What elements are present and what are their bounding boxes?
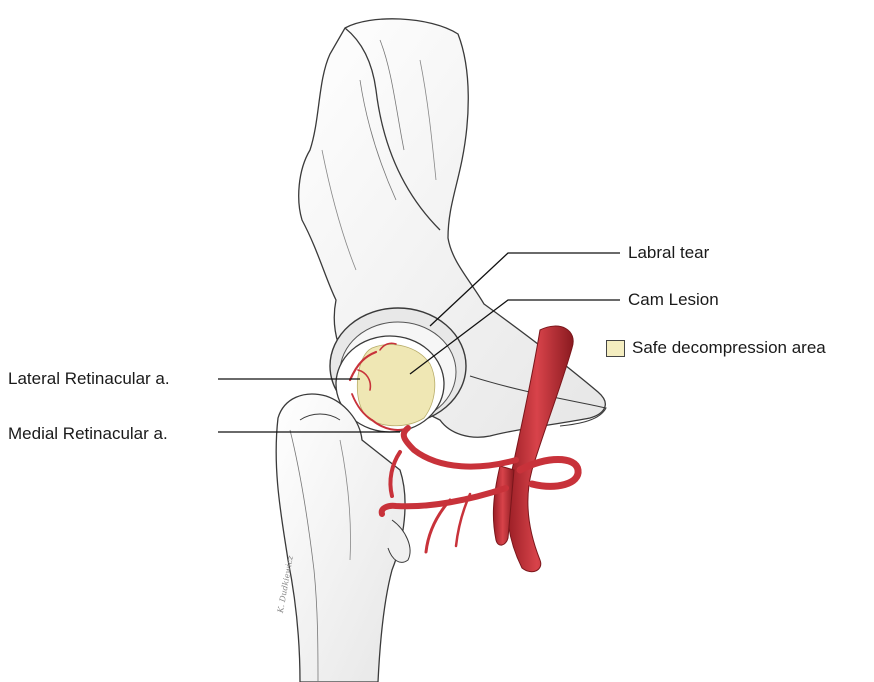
legend: Safe decompression area <box>606 338 826 358</box>
label-labral-tear: Labral tear <box>628 243 709 263</box>
label-cam-lesion: Cam Lesion <box>628 290 719 310</box>
femur-bone <box>276 394 410 682</box>
legend-swatch <box>606 340 625 357</box>
legend-text: Safe decompression area <box>632 338 826 358</box>
label-medial-retinacular: Medial Retinacular a. <box>8 424 168 444</box>
label-lateral-retinacular: Lateral Retinacular a. <box>8 369 170 389</box>
